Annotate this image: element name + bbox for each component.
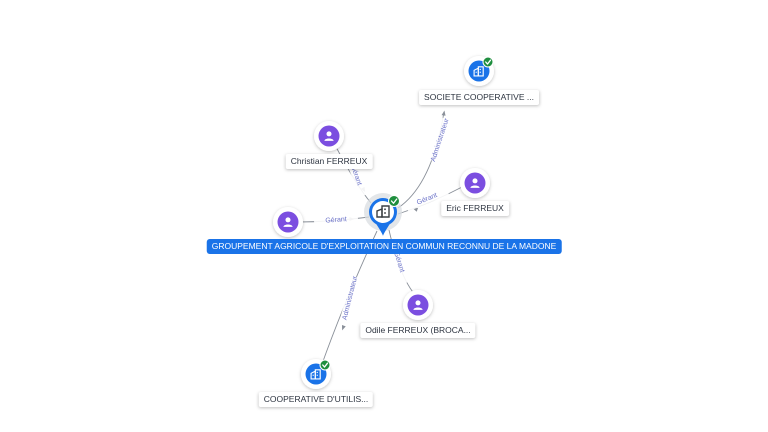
edge-label-bg — [428, 117, 452, 163]
edge-label: Administrateur — [430, 117, 451, 163]
center-node[interactable] — [364, 193, 402, 236]
node-label-odile[interactable]: Odile FERREUX (BROCA... — [360, 323, 476, 338]
nodes-layer — [273, 56, 494, 389]
edge-arrow — [441, 110, 446, 116]
node-cooperative[interactable] — [301, 359, 331, 389]
node-odile[interactable] — [403, 290, 433, 320]
edge-label-bg — [313, 213, 359, 227]
verified-check-icon — [319, 359, 331, 371]
building-icon — [376, 205, 390, 218]
edge-label-bg — [404, 186, 450, 212]
node-label-cooperative[interactable]: COOPERATIVE D'UTILIS... — [258, 392, 374, 407]
verified-check-icon — [388, 195, 400, 207]
edge-label: Gérant — [392, 251, 405, 274]
edge-label-bg — [340, 275, 360, 321]
node-label-eric[interactable]: Eric FERREUX — [441, 201, 509, 216]
verified-check-icon — [482, 56, 494, 68]
node-societe[interactable] — [464, 56, 494, 86]
node-unnamed[interactable] — [273, 207, 303, 237]
node-label-christian[interactable]: Christian FERREUX — [285, 154, 373, 169]
node-eric[interactable] — [460, 168, 490, 198]
center-node-label[interactable]: GROUPEMENT AGRICOLE D'EXPLOITATION EN CO… — [206, 239, 562, 254]
node-label-societe[interactable]: SOCIETE COOPERATIVE ... — [419, 90, 539, 105]
edge-unnamed: Gérant — [296, 213, 370, 227]
edge-arrow — [341, 324, 346, 331]
edge-label: Gérant — [325, 216, 347, 224]
node-christian[interactable] — [314, 121, 344, 151]
